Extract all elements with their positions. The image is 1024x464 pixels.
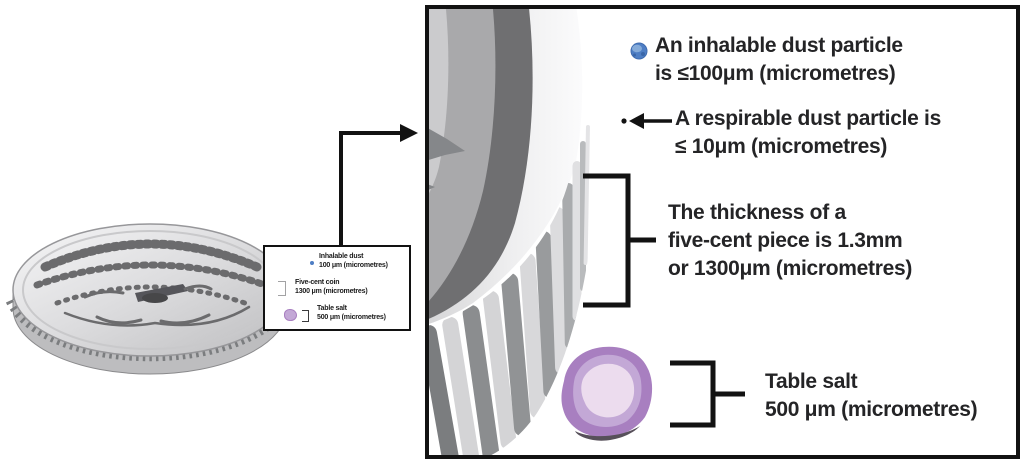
echidna-engraving [33,239,269,327]
inhalable-label-line1: An inhalable dust particle [655,34,903,57]
magnifier-arrow [339,124,418,246]
salt-label-line1: Table salt [765,370,858,393]
mini-salt-value: 500 μm (micrometres) [317,314,386,321]
respirable-dust-particle-icon [621,118,627,124]
respirable-label-line2: ≤ 10μm (micrometres) [675,135,888,158]
respirable-label-line1: A respirable dust particle is [675,107,941,130]
thickness-label-line3: or 1300μm (micrometres) [668,257,913,280]
inhalable-dust-dot-icon [310,261,314,265]
inhalable-dust-particle-icon [630,42,648,60]
mini-legend-box: Inhalable dust 100 μm (micrometres) Five… [263,245,411,331]
magnified-coin-graphic [429,9,745,455]
mini-fivecent-value: 1300 μm (micrometres) [295,288,368,295]
inhalable-label-line2: is ≤100μm (micrometres) [655,62,896,85]
respirable-arrow-icon [629,113,672,129]
coin-rim-bands [429,9,583,324]
mini-inhalable-value: 100 μm (micrometres) [319,262,388,269]
thickness-bracket [583,173,656,308]
mini-inhalable-label: Inhalable dust [319,253,364,260]
mini-salt-bracket-icon [302,310,309,322]
salt-label-line2: 500 μm (micrometres) [765,398,978,421]
mini-fivecent-label: Five-cent coin [295,279,340,286]
mini-bracket-icon [278,281,286,296]
thickness-label-line2: five-cent piece is 1.3mm [668,229,903,252]
milled-edge-ridges [429,124,590,455]
echidna-spine-detail [429,128,465,160]
mini-salt-label: Table salt [317,305,347,312]
five-cent-coin-illustration [5,223,295,375]
arrowhead-icon [400,124,418,142]
table-salt-crystal-icon [561,346,653,441]
magnified-view-panel: An inhalable dust particle is ≤100μm (mi… [425,5,1020,459]
salt-bracket [670,360,745,428]
thickness-label-line1: The thickness of a [668,201,846,224]
mini-salt-crystal-icon [284,309,297,321]
